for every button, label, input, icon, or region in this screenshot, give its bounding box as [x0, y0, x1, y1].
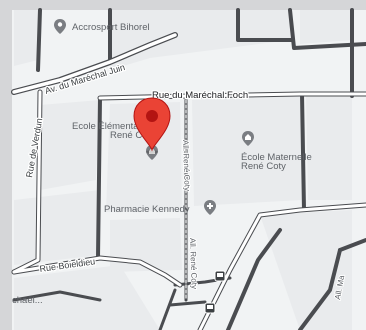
- poi-ecole-maternelle-line1: École Maternelle: [241, 152, 312, 163]
- poi-ecole-maternelle[interactable]: École Maternelle René Coty: [241, 131, 312, 172]
- location-marker-icon[interactable]: [133, 97, 171, 154]
- street-label-chael: chaël...: [12, 295, 43, 306]
- city-blocks: [14, 10, 352, 330]
- bus-stop-1[interactable]: [214, 270, 226, 282]
- bus-stop-2[interactable]: [204, 302, 216, 314]
- road-fills: [12, 33, 366, 330]
- street-label-rene-coty-lower: All. René Coty: [188, 238, 199, 289]
- street-label-marechal-foch: Rue du Maréchal Foch: [152, 90, 248, 101]
- poi-ecole-elementaire[interactable]: Ecole Élémentaire René Coty: [72, 121, 158, 160]
- poi-ecole-elementaire-line2: René Coty: [110, 130, 155, 141]
- poi-ecole-elementaire-line1: Ecole Élémentaire: [72, 121, 149, 132]
- poi-ecole-maternelle-line2: René Coty: [241, 161, 286, 172]
- map-pin-icon: [54, 19, 66, 34]
- poi-pharmacie-label: Pharmacie Kennedy: [104, 204, 190, 215]
- pharmacy-icon: [204, 200, 216, 215]
- poi-accrosport-label: Accrosport Bihorel: [72, 22, 150, 33]
- street-label-rene-coty-upper: All. René Coty: [181, 140, 192, 191]
- school-icon: [242, 131, 254, 146]
- poi-pharmacie[interactable]: Pharmacie Kennedy: [104, 200, 216, 215]
- poi-accrosport[interactable]: Accrosport Bihorel: [54, 19, 150, 34]
